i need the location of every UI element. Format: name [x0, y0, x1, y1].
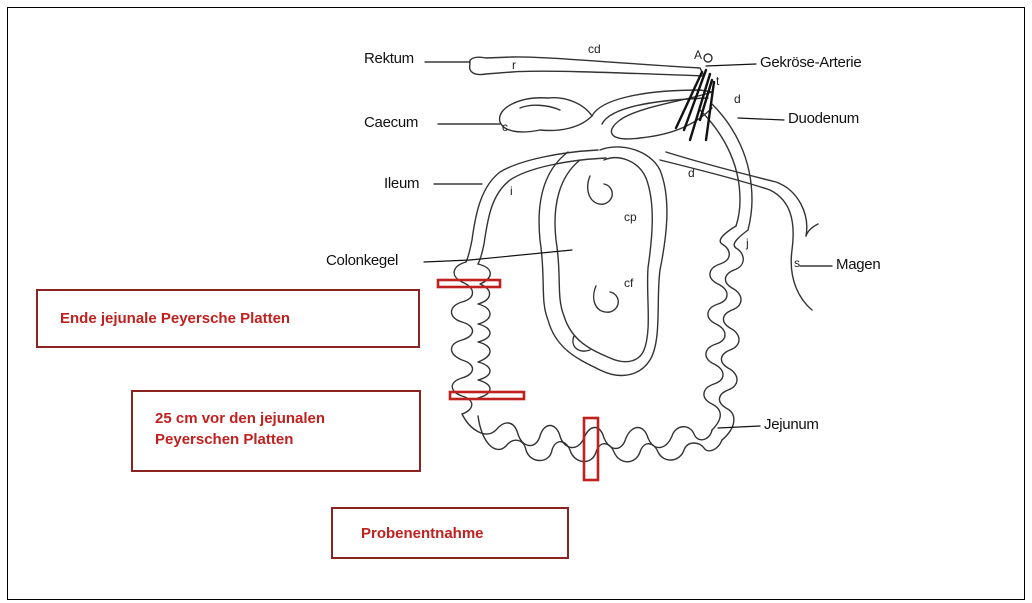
letter-s: s	[794, 256, 800, 270]
note-25cm: 25 cm vor den jejunalen Peyerschen Platt…	[131, 390, 421, 472]
letter-j: j	[746, 236, 749, 250]
leader-colonkegel	[470, 250, 572, 260]
letter-cd: cd	[588, 42, 601, 56]
note-probenentnahme: Probenentnahme	[331, 507, 569, 559]
letter-cf: cf	[624, 276, 633, 290]
label-colonkegel: Colonkegel	[326, 252, 398, 269]
note-probe-text: Probenentnahme	[361, 525, 484, 542]
ileum-tube	[466, 150, 598, 262]
label-duodenum: Duodenum	[788, 110, 859, 127]
letter-r: r	[512, 58, 516, 72]
letter-c: c	[502, 120, 508, 134]
stomach-tube	[660, 160, 812, 310]
label-rektum: Rektum	[364, 50, 414, 67]
letter-i: i	[510, 184, 513, 198]
note-25cm-line1: 25 cm vor den jejunalen	[155, 408, 419, 429]
note-ende-jejunale: Ende jejunale Peyersche Platten	[36, 289, 420, 348]
label-ileum: Ileum	[384, 175, 419, 192]
note-25cm-line2: Peyerschen Platten	[155, 429, 419, 450]
leader-duodenum	[738, 118, 784, 120]
caecum-tube	[500, 98, 592, 132]
rectum-tube	[470, 57, 704, 76]
letter-d-upper: d	[734, 92, 741, 106]
label-caecum: Caecum	[364, 114, 418, 131]
leader-gekroese	[706, 64, 756, 66]
label-gekroese-arterie: Gekröse-Arterie	[760, 54, 861, 71]
letter-a: A	[694, 48, 702, 62]
letter-t: t	[716, 74, 719, 88]
marker-ende-jejunal	[438, 280, 500, 287]
leader-jejunum	[718, 426, 760, 428]
artery-vessels	[676, 70, 714, 140]
letter-cp: cp	[624, 210, 637, 224]
label-jejunum: Jejunum	[764, 416, 819, 433]
label-magen: Magen	[836, 256, 880, 273]
letter-d-lower: d	[688, 166, 695, 180]
colon-loop	[592, 90, 712, 139]
note-ende-text: Ende jejunale Peyersche Platten	[60, 310, 290, 327]
